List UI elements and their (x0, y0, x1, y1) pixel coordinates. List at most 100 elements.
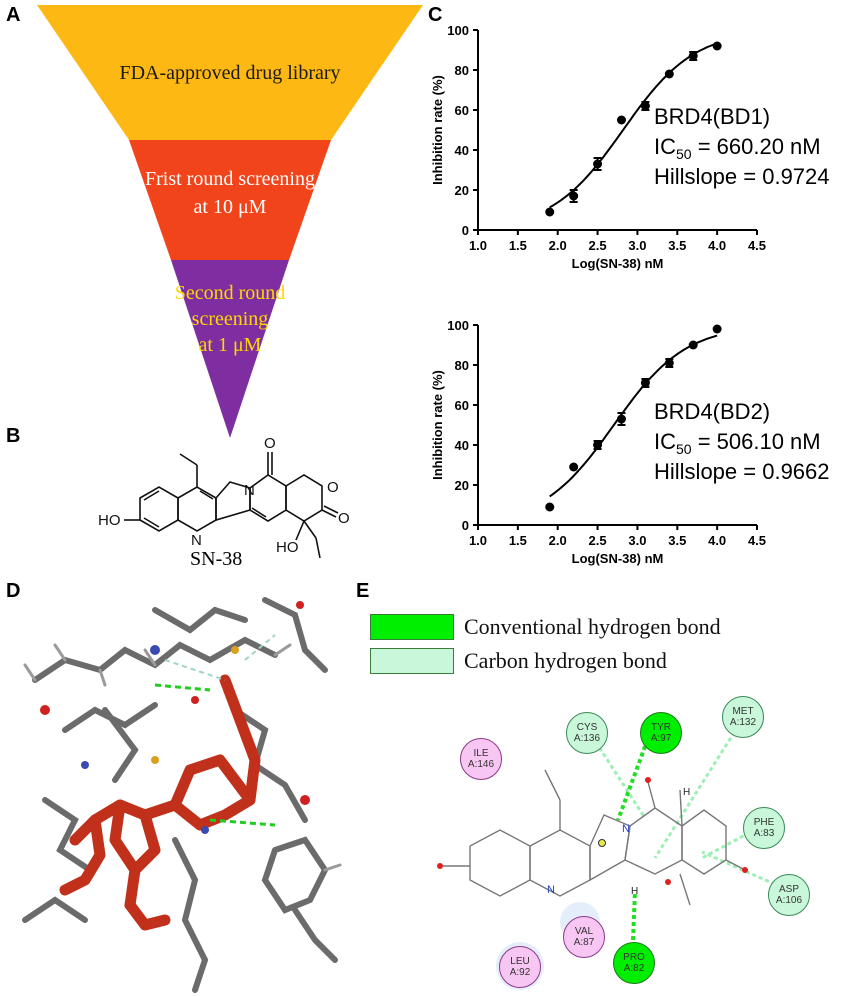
legend-conventional-hbond: Conventional hydrogen bond (370, 614, 721, 640)
residue-name: ILE (473, 748, 489, 759)
x-tick-label: 2.5 (589, 238, 607, 253)
x-tick-label: 4.5 (748, 533, 766, 548)
ligand-atom-label: N (547, 884, 555, 896)
y-tick-label: 100 (447, 318, 469, 333)
residue-name: MET (732, 706, 754, 717)
data-point (593, 159, 603, 169)
residue-position: A:106 (775, 895, 803, 906)
funnel-line: screening (191, 308, 269, 330)
x-tick-label: 3.5 (668, 533, 686, 548)
residue-position: A:92 (509, 967, 531, 978)
residue-name: TYR (651, 722, 671, 733)
residue-name: ASP (778, 884, 799, 895)
panel-label-c: C (428, 4, 443, 26)
x-tick-label: 3.5 (668, 238, 686, 253)
atom-label: O (327, 479, 339, 496)
ligand-sticks (59, 674, 261, 931)
y-axis-label: Inhibition rate (%) (430, 370, 445, 480)
x-axis-label: Log(SN-38) nM (572, 256, 664, 271)
data-point (664, 358, 674, 368)
x-tick-label: 3.0 (628, 533, 646, 548)
residue-position: A:136 (573, 733, 601, 744)
y-tick-label: 60 (455, 103, 469, 118)
atom-label: N (244, 482, 255, 499)
funnel-level-2-text: Frist round screening at 10 μM (80, 165, 380, 221)
annotation-target: BRD4(BD1) (654, 104, 770, 129)
y-tick-label: 60 (455, 398, 469, 413)
x-tick-label: 3.0 (628, 238, 646, 253)
legend-label: Conventional hydrogen bond (464, 614, 721, 639)
data-point (569, 462, 579, 472)
y-tick-label: 40 (455, 438, 469, 453)
data-point (593, 440, 603, 450)
data-point (545, 502, 555, 512)
x-tick-label: 4.0 (708, 238, 726, 253)
funnel-level-3-text: Second round screening at 1 μM (130, 280, 330, 358)
annotation-target: BRD4(BD2) (654, 399, 770, 424)
y-tick-label: 80 (455, 63, 469, 78)
residue-name: LEU (510, 956, 530, 967)
y-axis-label: Inhibition rate (%) (430, 75, 445, 185)
atom-label: O (264, 435, 276, 452)
ic50-prefix: IC (654, 134, 676, 159)
data-point (664, 69, 674, 79)
residue-position: A:97 (650, 733, 672, 744)
ic50-value: = 506.10 nM (692, 429, 821, 454)
funnel-line: at 10 μM (193, 196, 267, 218)
atom-label: HO (98, 512, 121, 529)
panel-label-a: A (6, 4, 21, 26)
ic50-subscript: 50 (676, 146, 692, 162)
ic50-value: = 660.20 nM (692, 134, 821, 159)
x-tick-label: 1.0 (469, 238, 487, 253)
ligand-atom-label: H (683, 787, 690, 798)
residue-position: A:146 (467, 759, 495, 770)
x-tick-label: 2.5 (589, 533, 607, 548)
annotation-hillslope: Hillslope = 0.9724 (654, 164, 830, 189)
panel-label-b: B (6, 425, 21, 447)
x-tick-label: 1.0 (469, 533, 487, 548)
legend-carbon-hbond: Carbon hydrogen bond (370, 648, 667, 674)
data-point (616, 414, 626, 424)
ic50-prefix: IC (654, 429, 676, 454)
ligand-atom-label: N (622, 823, 630, 835)
residue-name: VAL (574, 926, 594, 937)
x-axis-label: Log(SN-38) nM (572, 551, 664, 566)
x-tick-label: 4.0 (708, 533, 726, 548)
panel-label-e: E (356, 580, 370, 602)
x-tick-label: 2.0 (549, 533, 567, 548)
annotation-ic50: IC50 = 506.10 nM (654, 429, 821, 457)
ligand-atom-label: H (631, 886, 638, 897)
atom-label: O (338, 510, 350, 527)
y-tick-label: 40 (455, 143, 469, 158)
residue-position: A:83 (753, 828, 775, 839)
y-tick-label: 20 (455, 478, 469, 493)
legend-swatch-conventional (370, 614, 454, 640)
panel-label-d: D (6, 580, 21, 602)
data-point (545, 207, 555, 217)
y-tick-label: 0 (462, 518, 469, 533)
residue-name: PRO (623, 952, 645, 963)
sn38-structure: O O O N N HO HO (98, 435, 350, 559)
atom-label: HO (276, 539, 299, 556)
y-tick-label: 0 (462, 223, 469, 238)
funnel-level-1-text: FDA-approved drug library (80, 62, 380, 85)
legend-label: Carbon hydrogen bond (464, 648, 667, 673)
residue-position: A:132 (729, 717, 757, 728)
funnel-line: FDA-approved drug library (119, 62, 341, 84)
atom-label: N (191, 532, 202, 549)
annotation-hillslope: Hillslope = 0.9662 (654, 459, 830, 484)
data-point (712, 41, 722, 51)
residue-position: A:82 (623, 963, 645, 974)
data-point (640, 101, 650, 111)
y-tick-label: 100 (447, 23, 469, 38)
y-tick-label: 80 (455, 358, 469, 373)
